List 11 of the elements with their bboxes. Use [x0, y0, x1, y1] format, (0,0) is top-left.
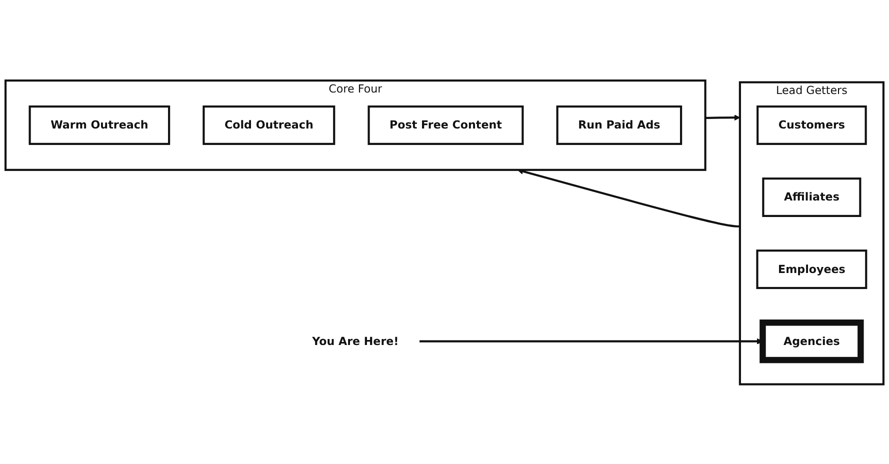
- node-box: Affiliates: [762, 177, 862, 217]
- node-box: Employees: [756, 249, 868, 289]
- node-box: Run Paid Ads: [556, 105, 682, 145]
- node-box: Post Free Content: [368, 105, 524, 145]
- node-box: Cold Outreach: [202, 105, 336, 145]
- arrow: [705, 114, 740, 120]
- arrow: [517, 168, 740, 227]
- node-box: Customers: [756, 105, 867, 145]
- node-box: Agencies: [760, 319, 864, 363]
- node-box: Warm Outreach: [28, 105, 170, 145]
- node-text: You Are Here!: [312, 334, 399, 348]
